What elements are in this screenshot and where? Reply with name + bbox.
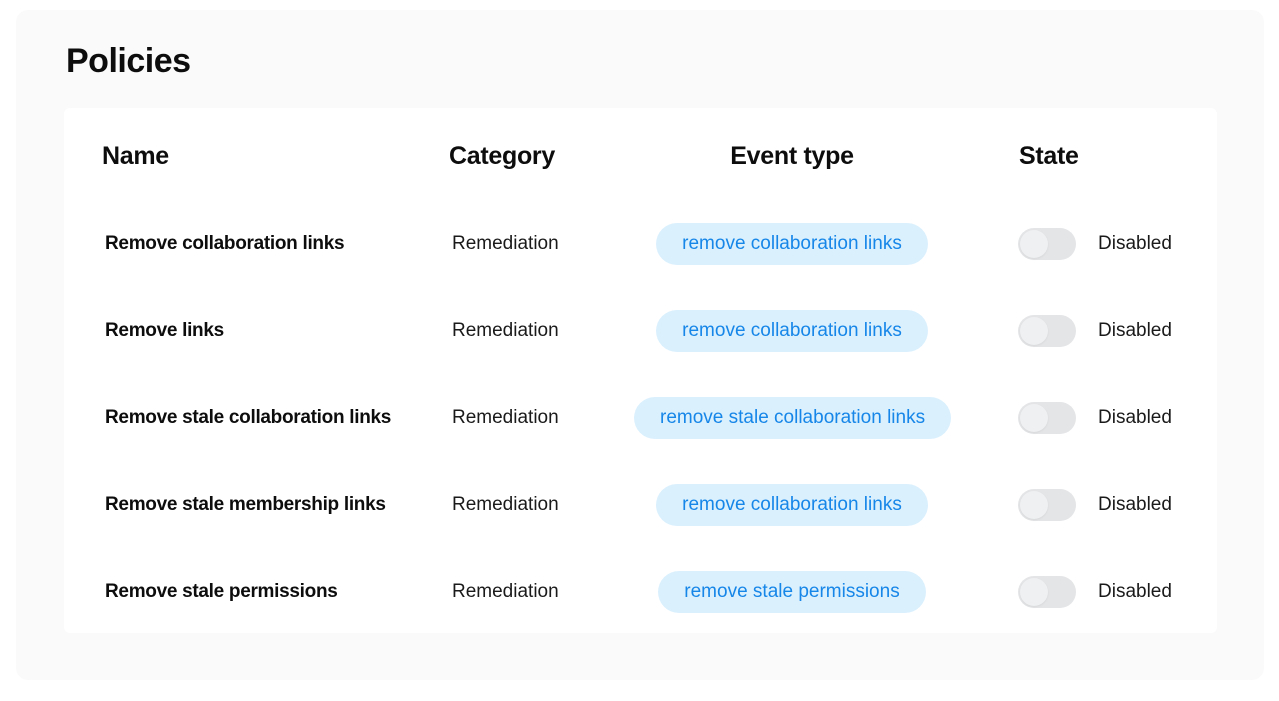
policy-name[interactable]: Remove links [105, 320, 224, 341]
table-row[interactable]: Remove stale collaboration links Remedia… [64, 395, 1217, 441]
header-state[interactable]: State [1019, 142, 1079, 170]
event-type-badge: remove collaboration links [656, 223, 928, 265]
event-type-cell: remove collaboration links [634, 310, 950, 352]
policy-name[interactable]: Remove stale collaboration links [105, 407, 392, 428]
toggle-knob [1020, 230, 1048, 258]
policy-name[interactable]: Remove stale membership links [105, 494, 386, 515]
event-type-cell: remove collaboration links [634, 223, 950, 265]
event-type-cell: remove stale collaboration links [634, 397, 952, 439]
event-type-badge: remove collaboration links [656, 310, 928, 352]
policies-panel: Policies Name Category Event type State … [16, 10, 1264, 680]
state-cell: Disabled [1018, 482, 1208, 528]
table-row[interactable]: Remove stale permissions Remediation rem… [64, 569, 1217, 615]
table-header: Name Category Event type State [64, 136, 1217, 176]
event-type-cell: remove collaboration links [634, 484, 950, 526]
table-row[interactable]: Remove collaboration links Remediation r… [64, 221, 1217, 267]
policy-category: Remediation [452, 233, 559, 254]
state-cell: Disabled [1018, 569, 1208, 615]
table-row[interactable]: Remove stale membership links Remediatio… [64, 482, 1217, 528]
state-label: Disabled [1098, 233, 1172, 254]
policy-name[interactable]: Remove stale permissions [105, 581, 338, 602]
state-label: Disabled [1098, 494, 1172, 515]
event-type-badge: remove stale collaboration links [634, 397, 952, 439]
state-label: Disabled [1098, 407, 1172, 428]
header-category[interactable]: Category [449, 142, 555, 170]
toggle-knob [1020, 491, 1048, 519]
state-toggle[interactable] [1018, 315, 1076, 347]
state-toggle[interactable] [1018, 576, 1076, 608]
toggle-knob [1020, 317, 1048, 345]
header-event-type[interactable]: Event type [730, 142, 854, 170]
event-type-badge: remove stale permissions [658, 571, 926, 613]
event-type-badge: remove collaboration links [656, 484, 928, 526]
state-label: Disabled [1098, 581, 1172, 602]
page-title: Policies [66, 42, 191, 80]
policy-category: Remediation [452, 494, 559, 515]
state-label: Disabled [1098, 320, 1172, 341]
policy-category: Remediation [452, 407, 559, 428]
event-type-cell: remove stale permissions [634, 571, 950, 613]
toggle-knob [1020, 578, 1048, 606]
policy-category: Remediation [452, 581, 559, 602]
header-name[interactable]: Name [102, 142, 169, 170]
policies-table: Name Category Event type State Remove co… [64, 108, 1217, 633]
policy-category: Remediation [452, 320, 559, 341]
state-toggle[interactable] [1018, 402, 1076, 434]
policy-name[interactable]: Remove collaboration links [105, 233, 345, 254]
state-cell: Disabled [1018, 308, 1208, 354]
state-cell: Disabled [1018, 221, 1208, 267]
toggle-knob [1020, 404, 1048, 432]
state-toggle[interactable] [1018, 489, 1076, 521]
state-toggle[interactable] [1018, 228, 1076, 260]
state-cell: Disabled [1018, 395, 1208, 441]
table-row[interactable]: Remove links Remediation remove collabor… [64, 308, 1217, 354]
